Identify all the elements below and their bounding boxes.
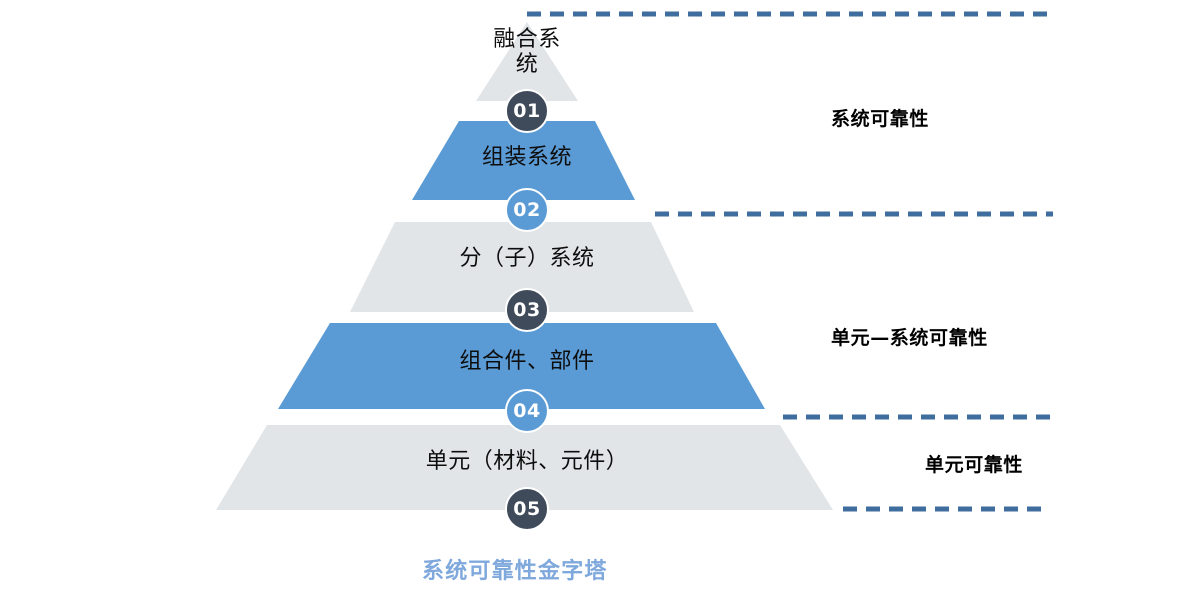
- pyramid-level-2-label: 组装系统: [481, 145, 572, 170]
- pyramid-badge-03: 03: [505, 288, 549, 332]
- annotation-system-reliability: 系统可靠性: [831, 108, 930, 130]
- pyramid-level-5-label: 单元（材料、元件）: [425, 449, 629, 474]
- pyramid-level-5-shape: [216, 425, 833, 510]
- pyramid-badge-01: 01: [505, 89, 549, 133]
- annotation-unit-reliability: 单元可靠性: [925, 454, 1024, 476]
- pyramid-badge-05: 05: [505, 487, 549, 531]
- chart-title: 系统可靠性金字塔: [422, 559, 608, 584]
- pyramid-level-2-shape: [412, 121, 635, 200]
- pyramid-level-4-shape: [278, 323, 765, 409]
- pyramid-level-4-label: 组合件、部件: [459, 349, 595, 374]
- pyramid-level-3-label: 分（子）系统: [459, 246, 595, 271]
- pyramid-level-1-label: 融合系 统: [493, 27, 561, 77]
- annotation-unit-system-reliability: 单元—系统可靠性: [831, 327, 988, 349]
- pyramid-badge-02: 02: [505, 188, 549, 232]
- pyramid-badge-04: 04: [505, 389, 549, 433]
- pyramid-level-1-shape: [476, 22, 578, 101]
- pyramid-level-3-shape: [350, 222, 694, 312]
